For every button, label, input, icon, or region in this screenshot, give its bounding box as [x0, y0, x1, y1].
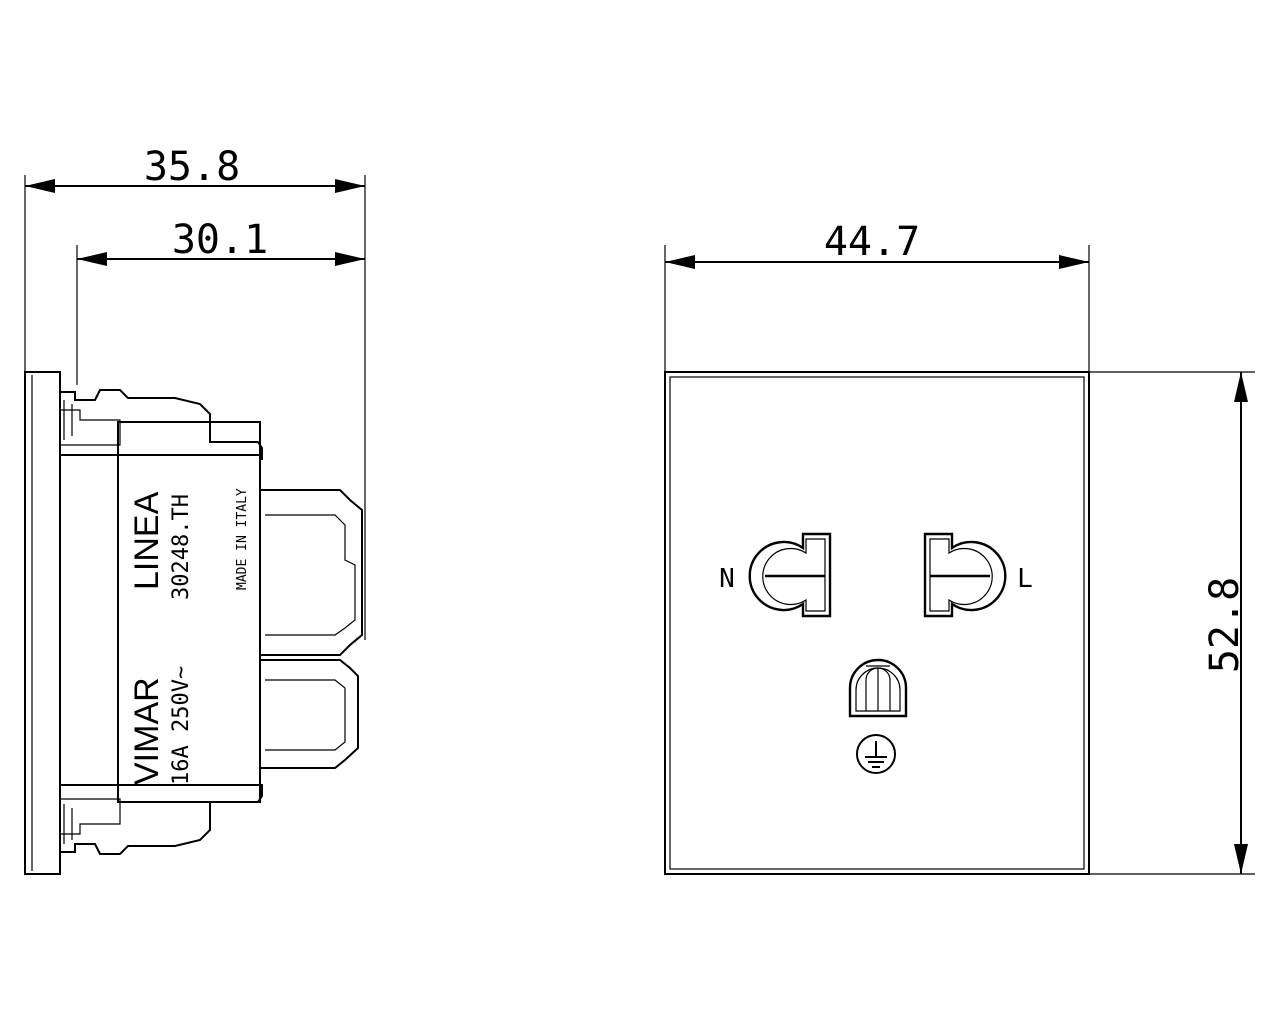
front-view: N L — [664, 371, 1090, 875]
earth-ground-icon — [856, 734, 896, 774]
dim-body-width: 30.1 — [172, 217, 268, 263]
side-terminal-upper — [260, 489, 363, 656]
side-rating-label: 16A 250V~ — [169, 666, 194, 785]
dim-total-width: 35.8 — [144, 144, 240, 190]
side-origin-label: MADE IN ITALY — [235, 488, 250, 590]
live-label: L — [1017, 564, 1033, 594]
neutral-label: N — [719, 564, 735, 594]
side-code-label: 30248.TH — [169, 494, 194, 600]
side-terminal-lower — [260, 659, 359, 769]
side-label-panel — [117, 421, 261, 803]
side-brand-label: VIMAR — [128, 677, 166, 785]
side-view: LINEA 30248.TH MADE IN ITALY VIMAR 16A 2… — [24, 371, 363, 875]
front-plate — [664, 371, 1090, 875]
side-front-plate — [24, 371, 61, 875]
dim-front-width: 44.7 — [824, 219, 920, 265]
side-series-label: LINEA — [128, 491, 166, 590]
side-top-clip — [60, 389, 263, 460]
front-dimensions: 44.7 52.8 — [664, 219, 1255, 875]
live-socket — [923, 532, 1007, 618]
side-dimensions: 35.8 30.1 — [24, 144, 366, 640]
neutral-socket — [748, 532, 832, 618]
dim-front-height: 52.8 — [1202, 577, 1248, 673]
earth-socket — [848, 658, 908, 718]
side-bottom-clip — [60, 784, 263, 855]
